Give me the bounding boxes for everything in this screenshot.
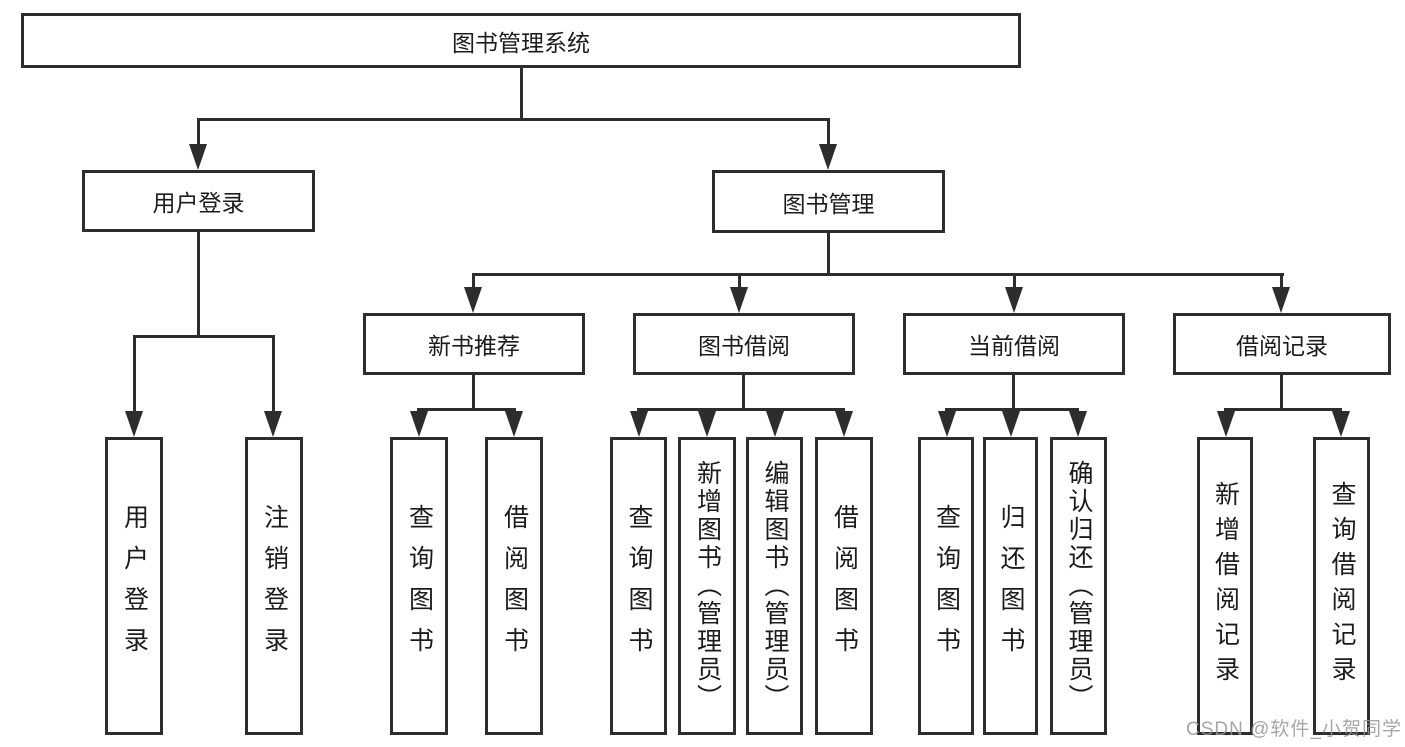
arrow-down-icon	[730, 287, 748, 313]
node-label: 图书管理	[782, 190, 875, 217]
leaf-query-books: 查询图书	[918, 437, 974, 735]
arrow-down-icon	[1002, 411, 1020, 437]
arrow-down-icon	[264, 411, 282, 437]
arrow-down-icon	[835, 411, 853, 437]
leaf-query-borrow-record: 查询借阅记录	[1313, 437, 1370, 735]
leaf-confirm-return-admin: 确认归还（管理员）	[1050, 437, 1107, 735]
node-borrowing-records: 借阅记录	[1173, 313, 1391, 375]
connector-vline	[827, 118, 830, 146]
node-label: 用户登录	[152, 190, 245, 216]
arrow-down-icon	[410, 411, 428, 437]
arrow-down-icon	[819, 144, 837, 170]
leaf-add-borrow-record: 新增借阅记录	[1197, 437, 1253, 735]
leaf-edit-books-admin: 编辑图书（管理员）	[746, 437, 803, 735]
node-label: 查询图书	[932, 504, 961, 668]
leaf-query-books: 查询图书	[390, 437, 448, 735]
node-label: 编辑图书（管理员）	[761, 460, 789, 712]
node-label: 借阅记录	[1236, 333, 1328, 359]
arrow-down-icon	[189, 144, 207, 170]
connector-hline	[417, 408, 516, 411]
node-label: 用户登录	[120, 504, 149, 668]
connector-vline	[1012, 375, 1015, 409]
node-current-borrowing: 当前借阅	[903, 313, 1125, 375]
leaf-return-books: 归还图书	[983, 437, 1038, 735]
node-label: 图书管理系统	[452, 29, 590, 56]
connector-hline	[197, 118, 830, 121]
connector-vline	[133, 335, 136, 412]
connector-vline	[472, 375, 475, 409]
node-label: 归还图书	[997, 504, 1025, 668]
node-label: 当前借阅	[968, 333, 1060, 359]
node-label: 注销登录	[260, 504, 289, 668]
connector-vline	[472, 273, 475, 288]
node-new-book-recommend: 新书推荐	[363, 313, 585, 375]
connector-vline	[1013, 273, 1016, 288]
arrow-down-icon	[1332, 411, 1350, 437]
arrow-down-icon	[1217, 411, 1235, 437]
leaf-borrow-books: 借阅图书	[485, 437, 543, 735]
connector-hline	[637, 408, 845, 411]
arrow-down-icon	[505, 411, 523, 437]
node-book-borrowing: 图书借阅	[633, 313, 855, 375]
connector-vline	[742, 375, 745, 409]
connector-hline	[945, 408, 1079, 411]
arrow-down-icon	[698, 411, 716, 437]
leaf-logout: 注销登录	[245, 437, 303, 735]
arrow-down-icon	[938, 411, 956, 437]
connector-vline	[520, 68, 523, 119]
arrow-down-icon	[1272, 287, 1290, 313]
connector-vline	[1280, 375, 1283, 409]
node-label: 确认归还（管理员）	[1065, 460, 1093, 712]
connector-hline	[133, 335, 274, 338]
connector-hline	[1224, 408, 1342, 411]
node-label: 新增图书（管理员）	[693, 460, 722, 712]
node-label: 新书推荐	[428, 333, 520, 359]
arrow-down-icon	[464, 287, 482, 313]
arrow-down-icon	[630, 411, 648, 437]
connector-vline	[197, 232, 200, 336]
node-label: 借阅图书	[830, 504, 859, 668]
leaf-user-login: 用户登录	[105, 437, 163, 735]
connector-vline	[272, 335, 275, 412]
node-label: 查询图书	[405, 504, 434, 668]
arrow-down-icon	[125, 411, 143, 437]
leaf-query-books: 查询图书	[610, 437, 667, 735]
arrow-down-icon	[1005, 287, 1023, 313]
connector-vline	[197, 118, 200, 146]
node-library-management-system: 图书管理系统	[21, 13, 1021, 68]
node-label: 借阅图书	[500, 504, 529, 668]
connector-vline	[827, 233, 830, 274]
leaf-borrow-books: 借阅图书	[815, 437, 873, 735]
connector-vline	[738, 273, 741, 288]
node-label: 图书借阅	[698, 333, 790, 359]
node-label: 查询图书	[625, 504, 653, 668]
node-book-management: 图书管理	[712, 170, 945, 233]
connector-vline	[1280, 273, 1283, 288]
csdn-watermark: CSDN @软件_小贺同学	[1186, 719, 1402, 740]
node-user-login: 用户登录	[82, 170, 315, 232]
node-label: 新增借阅记录	[1211, 481, 1240, 691]
connector-hline	[472, 273, 1284, 276]
leaf-add-books-admin: 新增图书（管理员）	[678, 437, 736, 735]
arrow-down-icon	[1069, 411, 1087, 437]
arrow-down-icon	[766, 411, 784, 437]
node-label: 查询借阅记录	[1328, 481, 1356, 691]
